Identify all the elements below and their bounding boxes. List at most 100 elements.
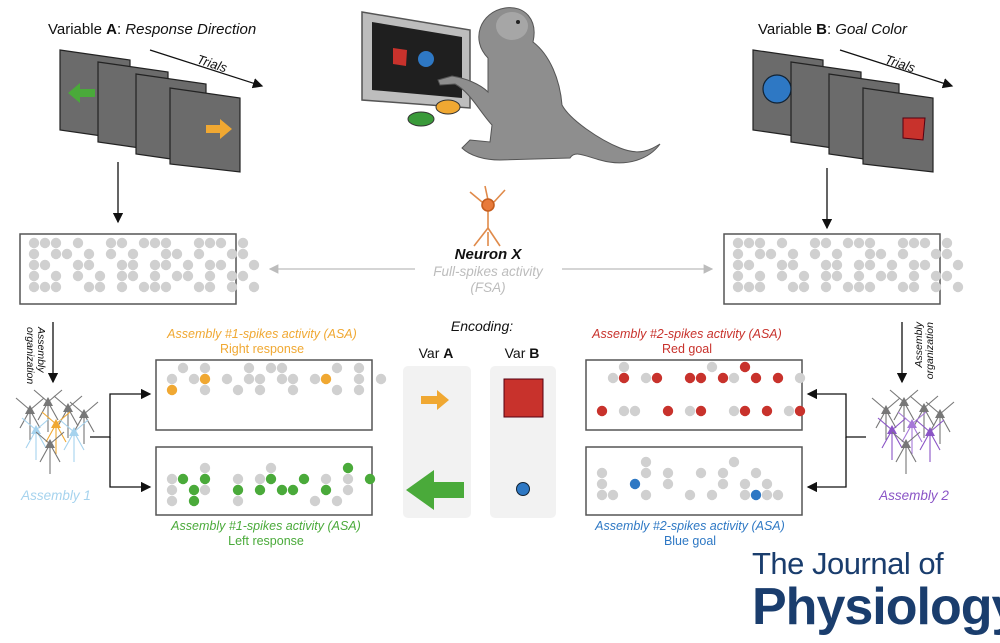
spike-dot: [254, 384, 266, 396]
spike-dot: [105, 237, 117, 249]
spike-dot: [640, 372, 652, 384]
neuron-soma: [25, 405, 35, 414]
spike-dot: [28, 248, 40, 260]
neuron-fsa-abbr: (FSA): [470, 280, 505, 295]
spike-dot: [897, 237, 909, 249]
spike-dot-assembly: [188, 484, 200, 496]
spike-dot-assembly: [166, 384, 178, 396]
spike-dot: [820, 281, 832, 293]
spike-dot: [50, 270, 62, 282]
spike-dot: [287, 373, 299, 385]
journal-logo: The Journal of Physiology: [752, 548, 1000, 633]
spike-dot: [116, 281, 128, 293]
spike-dot: [160, 281, 172, 293]
spike-dot: [728, 456, 740, 468]
spike-dot: [171, 270, 183, 282]
spike-dot: [243, 362, 255, 374]
spike-dot: [886, 259, 898, 271]
neuron-soma: [43, 397, 53, 406]
spike-dot: [248, 259, 260, 271]
spike-dot-assembly: [320, 373, 332, 385]
spike-dot: [754, 281, 766, 293]
spike-dot-assembly: [199, 473, 211, 485]
dendrite: [15, 397, 31, 411]
spike-dot: [188, 373, 200, 385]
neuron-soma: [925, 427, 935, 436]
spike-dot: [728, 405, 740, 417]
spike-dot: [754, 248, 766, 260]
spike-dot: [331, 495, 343, 507]
spike-dot: [353, 362, 365, 374]
neuron-x-name: Neuron X: [455, 246, 523, 263]
spike-dot: [215, 259, 227, 271]
spike-dot: [138, 281, 150, 293]
spike-dot: [908, 270, 920, 282]
spike-dot: [375, 373, 387, 385]
var-b-trials-label: Trials: [883, 52, 917, 76]
spike-dot: [607, 489, 619, 501]
spike-dot: [732, 248, 744, 260]
spike-dot: [353, 373, 365, 385]
spike-dot: [160, 248, 172, 260]
asa-red-sub: Red goal: [662, 342, 712, 356]
spike-dot: [232, 495, 244, 507]
spike-dot: [193, 281, 205, 293]
spike-dot: [160, 259, 172, 271]
spike-dot: [204, 270, 216, 282]
dendrite: [41, 411, 57, 425]
spike-dot: [149, 237, 161, 249]
spike-dot: [596, 478, 608, 490]
spike-dot: [237, 237, 249, 249]
encoding-red-square-icon: [503, 378, 544, 418]
spike-dot-assembly: [662, 405, 674, 417]
spike-dot: [127, 270, 139, 282]
red-square-icon: [902, 117, 926, 141]
spike-dot: [309, 495, 321, 507]
spike-dot: [952, 259, 964, 271]
dendrite: [47, 389, 63, 403]
spike-dot: [640, 456, 652, 468]
spike-dot: [204, 281, 216, 293]
spike-dot-assembly: [717, 372, 729, 384]
dendrite: [67, 395, 83, 409]
spike-dot: [864, 259, 876, 271]
dendrite: [885, 397, 901, 411]
spike-dot: [149, 270, 161, 282]
right-arrow-icon: [206, 119, 232, 139]
dendrite: [923, 395, 939, 409]
encoding-title: Encoding:: [451, 318, 513, 334]
spike-dot: [287, 384, 299, 396]
spike-dot: [684, 405, 696, 417]
left-arrow-icon: [68, 83, 95, 103]
spike-dot: [39, 237, 51, 249]
spike-dot: [166, 495, 178, 507]
spike-dot: [662, 478, 674, 490]
spike-dot: [39, 259, 51, 271]
spike-dot: [204, 237, 216, 249]
spike-dot: [908, 259, 920, 271]
spike-dot: [166, 484, 178, 496]
spike-dot: [864, 248, 876, 260]
spike-dot: [761, 489, 773, 501]
spike-dot: [72, 270, 84, 282]
blue-circle-icon: [762, 74, 792, 104]
spike-dot: [875, 248, 887, 260]
dendrite: [889, 389, 905, 403]
spike-dot-assembly: [298, 473, 310, 485]
spike-dot: [232, 384, 244, 396]
spike-dot: [820, 270, 832, 282]
spike-dot: [919, 259, 931, 271]
var-b-trial-screens: [752, 49, 934, 173]
spike-dot: [199, 362, 211, 374]
spike-dot: [820, 259, 832, 271]
spike-dot-assembly: [750, 372, 762, 384]
spike-dot: [237, 248, 249, 260]
spike-dot: [342, 484, 354, 496]
dendrite: [21, 417, 37, 431]
dendrite: [871, 397, 887, 411]
asa-right-title: Assembly #1-spikes activity (ASA): [166, 327, 357, 341]
spike-dot-assembly: [750, 489, 762, 501]
spike-dot: [728, 372, 740, 384]
spike-dot: [831, 270, 843, 282]
spike-dot: [798, 281, 810, 293]
